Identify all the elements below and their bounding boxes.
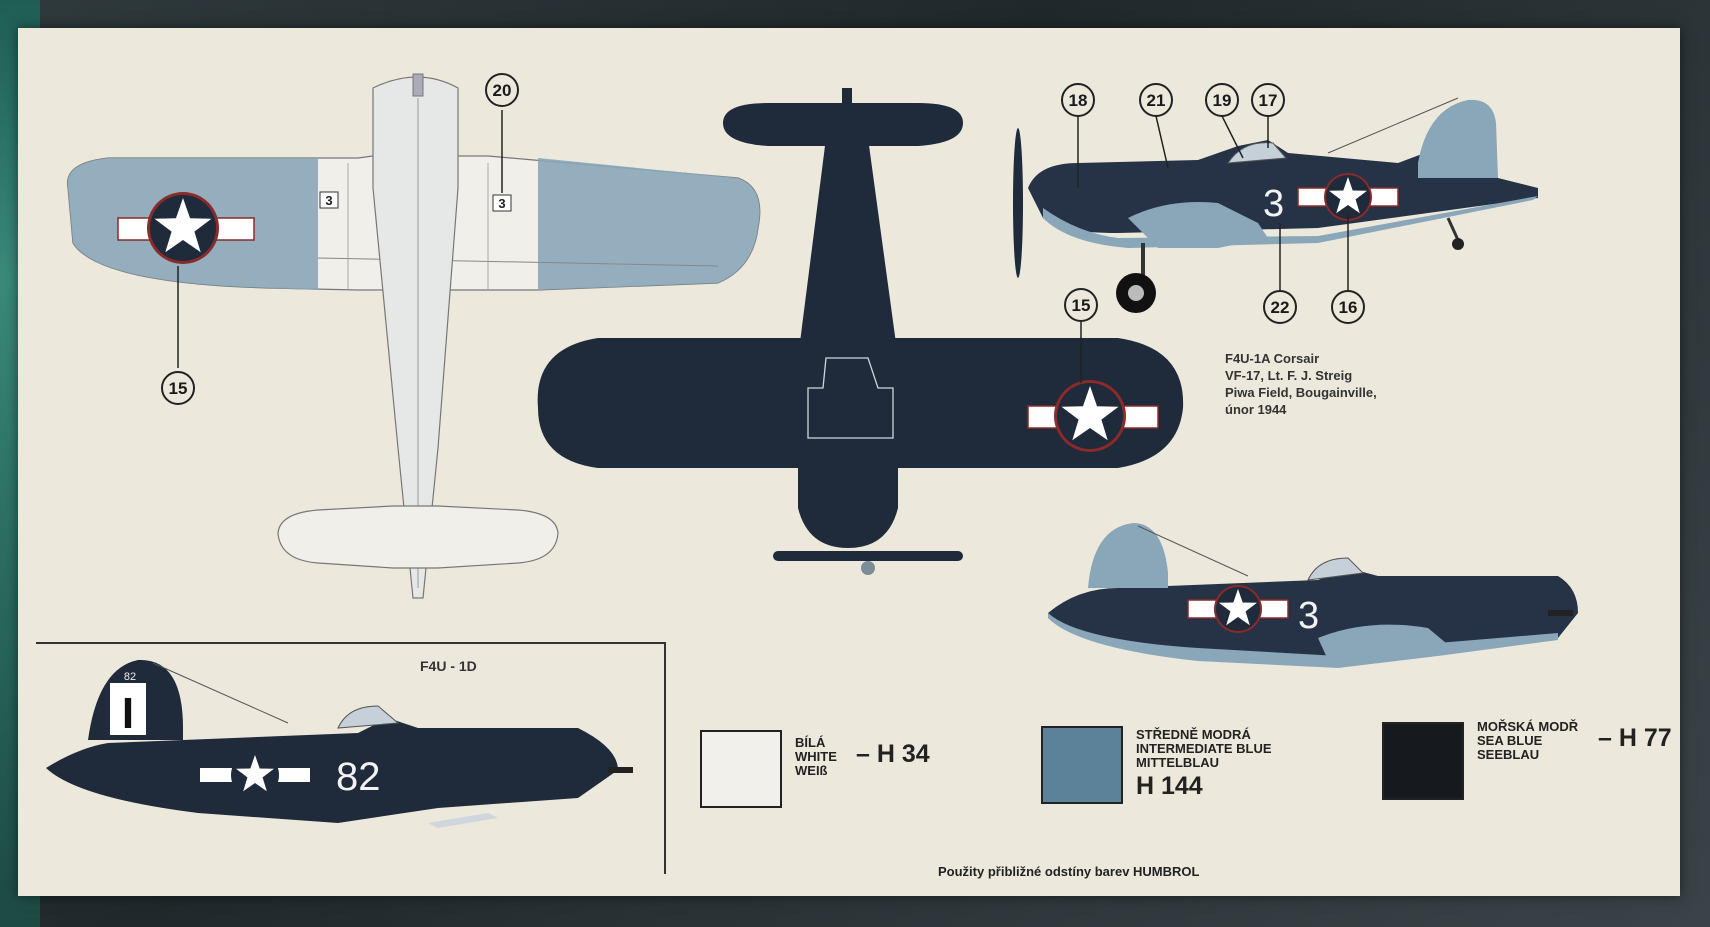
callout-20-label: 20: [493, 81, 512, 100]
plan-view-upper: 15: [537, 88, 1184, 575]
callout-15-top-label: 15: [169, 379, 188, 398]
caption-line-4: únor 1944: [1225, 402, 1287, 417]
divider-vertical: [664, 642, 666, 874]
swatch-white: [700, 730, 782, 808]
swatch-intermediate-blue: [1041, 726, 1123, 804]
callout-18: 18: [1061, 83, 1095, 188]
tail-small-1d: 82: [124, 671, 136, 683]
side-number-1a: 3: [1263, 183, 1284, 225]
caption-f4u-1a: F4U-1A Corsair VF-17, Lt. F. J. Streig P…: [1225, 350, 1377, 418]
paint-blue-names: STŘEDNĚ MODRÁ INTERMEDIATE BLUE MITTELBL…: [1136, 727, 1272, 770]
svg-text:22: 22: [1271, 298, 1290, 317]
side-view-f4u-1a-right: 3: [1048, 523, 1578, 668]
tailplane-underside: [277, 505, 559, 569]
lower-side-number-1a: 3: [1298, 595, 1319, 637]
callout-15-top: [161, 371, 195, 405]
side-number-1d: 82: [336, 755, 381, 799]
side-view-f4u-1d: I 82 82: [46, 659, 633, 828]
svg-text:19: 19: [1213, 91, 1232, 110]
caption-line-3: Piwa Field, Bougainville,: [1225, 385, 1377, 400]
title-f4u-1d: F4U - 1D: [420, 658, 477, 674]
humbrol-footnote: Použity přibližné odstíny barev HUMBROL: [938, 864, 1200, 879]
wing-number-left: 3: [325, 193, 332, 208]
right-outer-wing: [538, 158, 760, 290]
callout-21: 21: [1139, 83, 1173, 169]
aircraft-drawings: 3 3 15 20: [46, 73, 1578, 828]
wing-upper: [537, 338, 1184, 468]
caption-line-2: VF-17, Lt. F. J. Streig: [1225, 368, 1353, 383]
svg-text:18: 18: [1069, 91, 1088, 110]
paint-white-code: – H 34: [856, 740, 930, 768]
divider-horizontal: [36, 642, 666, 644]
svg-text:21: 21: [1147, 91, 1166, 110]
fuselage-underside: [372, 76, 459, 599]
paint-sea-blue-names: MOŘSKÁ MODŘ SEA BLUE SEEBLAU: [1477, 719, 1579, 762]
callout-19: 19: [1205, 83, 1244, 159]
svg-text:16: 16: [1339, 298, 1358, 317]
tail-letter-1d: I: [122, 689, 134, 738]
callout-20: [485, 73, 519, 107]
decal-instruction-sheet: 3 3 15 20: [18, 28, 1680, 896]
wing-number-right: 3: [498, 196, 505, 211]
paint-blue-code: H 144: [1136, 772, 1203, 800]
caption-line-1: F4U-1A Corsair: [1225, 351, 1320, 366]
callout-15-bottom: [1064, 288, 1098, 322]
callout-16: 16: [1331, 213, 1365, 324]
callout-22: 22: [1263, 223, 1297, 324]
callout-17: 17: [1251, 83, 1285, 148]
paint-white-names: BÍLÁ WHITE WEIß: [795, 735, 837, 778]
swatch-sea-blue: [1382, 722, 1464, 800]
plan-view-underside: 3 3 15 20: [66, 73, 761, 599]
paint-sea-blue-code: – H 77: [1598, 724, 1672, 752]
callout-15-bottom-label: 15: [1072, 296, 1091, 315]
fuselage-side-1a: [1028, 108, 1538, 233]
side-view-f4u-1a: 3 18 21 19: [1013, 83, 1538, 324]
svg-text:17: 17: [1259, 91, 1278, 110]
